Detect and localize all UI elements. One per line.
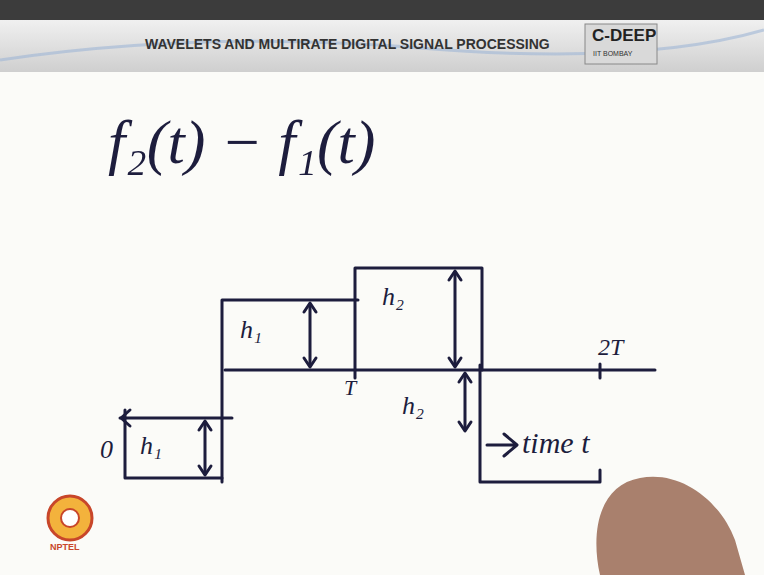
axis-label: time t: [522, 426, 590, 459]
nptel-logo: [48, 496, 92, 540]
hand: [596, 477, 745, 575]
slide-header: WAVELETS AND MULTIRATE DIGITAL SIGNAL PR…: [145, 37, 550, 52]
height-label: h₁: [240, 316, 262, 345]
time-mark: 2T: [598, 334, 623, 360]
top-strip: [0, 0, 764, 20]
expression: f₂(t) − f₁(t): [108, 108, 375, 176]
time-mark: T: [344, 376, 356, 400]
logo-text: C-DEEP: [592, 27, 656, 46]
height-label: h₂: [382, 283, 404, 312]
logo-box: [585, 24, 657, 64]
origin-label: 0: [100, 436, 113, 465]
height-label: h₁: [140, 432, 162, 461]
height-label: h₂: [402, 392, 424, 421]
logo-subtext: IIT BOMBAY: [593, 50, 632, 58]
nptel-logo-core: [61, 509, 79, 527]
logo-text: NPTEL: [50, 543, 80, 553]
header-band: [0, 20, 764, 72]
waveform: [120, 268, 655, 482]
